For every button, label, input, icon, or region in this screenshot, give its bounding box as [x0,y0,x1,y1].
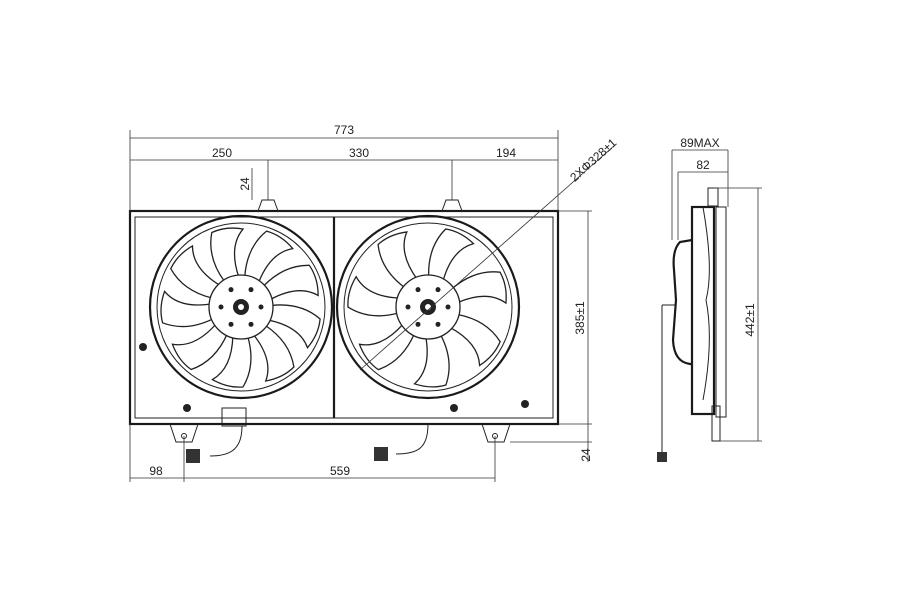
side-tab [707,187,719,207]
side-flange [715,206,727,418]
side-plug [657,452,667,462]
connector-housing [221,407,247,427]
shaft-center [425,304,431,310]
fan-blade [428,228,475,282]
dim-side-height: 442±1 [743,303,757,337]
top-tab-right [441,199,463,212]
front-view: 773 250 330 194 24 2XΦ328±1 385±1 24 98 … [128,123,620,482]
wire-left [209,425,243,457]
dim-max-depth: 89MAX [680,136,719,150]
fan-blade [347,275,401,317]
fan-blade [211,335,252,388]
fan-ring [148,214,334,400]
fan-ring-inner [156,222,326,392]
fan-blade [252,324,295,382]
plug-right [374,447,388,461]
hub-hole [218,304,224,310]
fan-blade [160,290,215,328]
hub-hole [415,287,421,293]
hub-hole [258,304,264,310]
hub-hole [228,321,234,327]
hub-hole [405,304,411,310]
plug-left [186,449,200,463]
mount-hole [183,404,191,412]
fan-left [148,214,334,400]
fan-blade [451,271,507,305]
mount-foot-right [481,423,511,443]
side-foot [711,405,721,442]
dim-depth: 82 [696,158,710,172]
fan-blade [267,304,321,350]
hub-hole [228,287,234,293]
fan-blade [171,322,229,371]
side-motor-bracket [671,238,693,366]
fan-ring [335,214,521,400]
side-fan-profile [702,206,710,401]
side-view: 89MAX 82 442±1 [657,136,762,462]
fan-blade [262,264,319,301]
shroud-inner [134,216,554,419]
shaft-center [238,304,244,310]
dim-overall-width: 773 [334,123,354,137]
wire-right [395,423,429,455]
hub-hole [248,287,254,293]
fan-blade [413,333,450,388]
dim-right-offset: 194 [496,146,516,160]
top-tab-left [257,199,279,212]
mount-hole [139,343,147,351]
dim-foot-left-offset: 98 [149,464,163,478]
hub-hole [415,321,421,327]
fan-blade [170,244,221,299]
shroud-outline [128,209,560,426]
dim-foot-spacing: 559 [330,464,350,478]
dim-left-offset: 250 [212,146,232,160]
diameter-leader [359,144,616,371]
fan-blade [449,313,501,367]
fan-blade [377,231,418,289]
mount-hole [521,400,529,408]
hub-hole [445,304,451,310]
hub-hole [248,321,254,327]
hub-hole [435,287,441,293]
dim-shroud-height: 385±1 [573,301,587,335]
dim-fan-diameter: 2XΦ328±1 [567,135,619,184]
dim-fan-spacing: 330 [349,146,369,160]
dim-foot-height: 24 [579,448,593,462]
fan-right [335,214,521,400]
mount-hole [450,404,458,412]
fan-blade [210,227,245,283]
fan-ring-inner [343,222,513,392]
hub-hole [435,321,441,327]
dim-tab-height: 24 [238,177,252,191]
fan-blade [244,230,294,284]
side-shroud [690,205,716,416]
